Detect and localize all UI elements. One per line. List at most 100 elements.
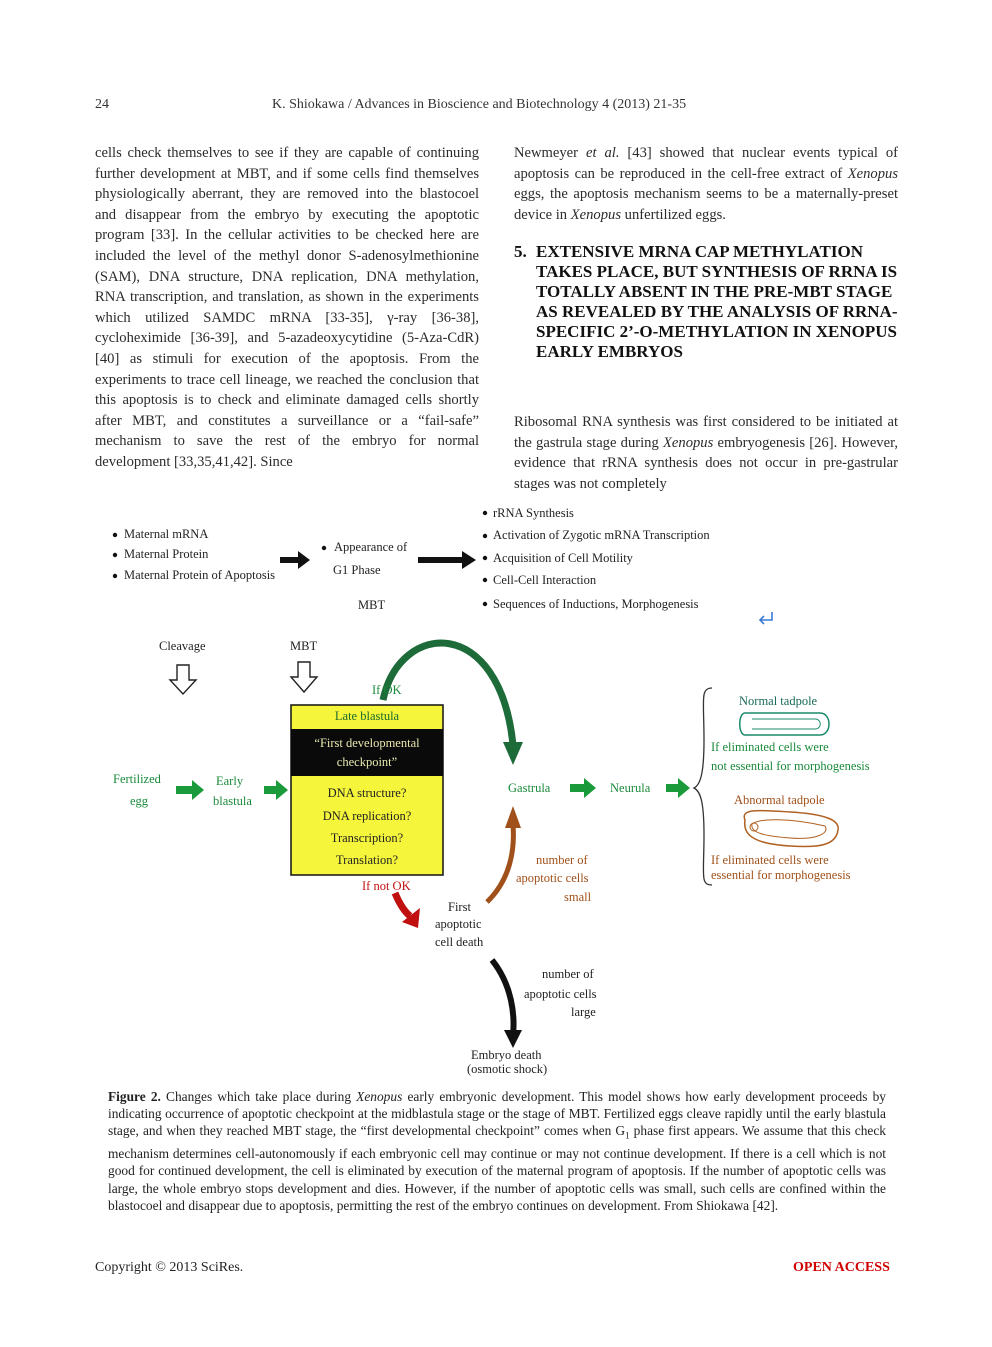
if-not-ok-label: If not OK <box>362 879 411 893</box>
normal-tadpole-inner <box>752 718 821 730</box>
fig-list-item: Cell-Cell Interaction <box>493 573 597 587</box>
running-title: K. Shiokawa / Advances in Bioscience and… <box>272 97 687 112</box>
text-run: unfertilized eggs. <box>621 206 726 223</box>
species-name: Xenopus <box>570 206 621 223</box>
embryo-death-label-1: Embryo death <box>471 1048 542 1062</box>
early-blastula-label-1: Early <box>216 774 244 788</box>
first-death-label-2: apoptotic <box>435 917 482 931</box>
text-run: eggs, the apoptosis mechanism seems to b… <box>514 186 898 223</box>
checkpoint-band <box>291 729 443 776</box>
check-item: DNA replication? <box>322 809 412 823</box>
species-name: Xenopus <box>663 434 714 451</box>
fig-list-item: Sequences of Inductions, Morphogenesis <box>493 597 699 611</box>
left-column-text: cells check themselves to see if they ar… <box>95 145 479 470</box>
g1-label-1: Appearance of <box>334 540 408 554</box>
bullet-icon <box>482 601 488 607</box>
text-run: early embryonic development. This model … <box>108 1089 887 1139</box>
open-access-badge: OPEN ACCESS <box>793 1260 890 1275</box>
bullet-icon <box>112 532 118 538</box>
late-blastula-label: Late blastula <box>334 709 400 723</box>
large-label-2: apoptotic cells <box>524 987 597 1001</box>
arrow-right-green-icon <box>666 778 690 798</box>
bullet-icon <box>321 545 327 551</box>
section-heading: 5. EXTENSIVE MRNA CAP METHYLATION TAKES … <box>514 242 904 402</box>
normal-note-2: not essential for morphogenesis <box>711 759 870 773</box>
large-label-1: number of <box>542 967 594 981</box>
arrow-head-icon <box>402 908 420 928</box>
right-para-1: Newmeyer et al. [43] showed that nuclear… <box>514 143 898 225</box>
arrow-down-hollow-icon <box>289 661 319 694</box>
small-apoptosis-curve <box>485 824 516 904</box>
italic-run: et al. <box>585 145 620 161</box>
embryo-death-label-2: (osmotic shock) <box>467 1062 548 1076</box>
fig-list-item: rRNA Synthesis <box>493 506 574 520</box>
bullet-icon <box>482 577 488 583</box>
bullet-icon <box>482 533 488 539</box>
check-item: Translation? <box>335 853 399 867</box>
arrow-down-hollow-icon <box>168 664 198 696</box>
arrow-head-icon <box>505 806 521 828</box>
fig-list-item: Activation of Zygotic mRNA Transcription <box>493 528 710 542</box>
text-run: [43] showed that nuclear events typical … <box>514 145 898 182</box>
fig-list-item: Acquisition of Cell Motility <box>493 551 633 565</box>
text-run: Changes which take place during <box>160 1089 357 1104</box>
arrow-right-green-icon <box>176 780 204 800</box>
check-item: Transcription? <box>330 831 404 845</box>
abnormal-tadpole-label: Abnormal tadpole <box>734 793 825 807</box>
arrow-head-icon <box>503 742 523 765</box>
arrow-right-icon <box>418 551 476 569</box>
if-not-ok-arrow <box>391 891 413 919</box>
bullet-icon <box>482 555 488 561</box>
species-name: Xenopus <box>847 165 898 182</box>
left-column: cells check themselves to see if they ar… <box>95 143 479 495</box>
fertilized-egg-label-1: Fertilized <box>113 772 161 786</box>
section-title: EXTENSIVE MRNA CAP METHYLATION TAKES PLA… <box>536 242 898 361</box>
arrow-right-green-icon <box>570 778 596 798</box>
early-blastula-label-2: blastula <box>213 794 252 808</box>
if-ok-label: If OK <box>372 683 402 697</box>
mbt-label: MBT <box>358 598 386 612</box>
g1-label-2: G1 Phase <box>333 563 381 577</box>
normal-tadpole-icon <box>739 712 830 736</box>
copyright: Copyright © 2013 SciRes. <box>95 1260 244 1275</box>
abnormal-note-1: If eliminated cells were <box>711 853 829 867</box>
neurula-label: Neurula <box>610 781 651 795</box>
if-ok-arc <box>379 639 517 746</box>
text-run: Newmeyer <box>514 145 586 161</box>
bullet-icon <box>112 573 118 579</box>
checkpoint-label-1: “First developmental <box>314 736 420 750</box>
subscript: 1 <box>625 1131 630 1142</box>
text-run: embryogenesis [26]. However, evidence th… <box>514 434 898 492</box>
brace-icon <box>692 687 713 886</box>
normal-note-1: If eliminated cells were <box>711 740 829 754</box>
fig-list-item: Maternal Protein of Apoptosis <box>124 568 276 582</box>
large-label-3: large <box>571 1005 596 1019</box>
normal-tadpole-label: Normal tadpole <box>739 694 818 708</box>
checkpoint-box <box>290 704 444 876</box>
mbt-arrow-label: MBT <box>290 639 318 653</box>
check-item: DNA structure? <box>327 786 407 800</box>
checkpoint-label-2: checkpoint” <box>336 755 398 769</box>
cleavage-label: Cleavage <box>159 639 206 653</box>
large-apoptosis-curve <box>489 958 517 1036</box>
arrow-head-icon <box>504 1030 522 1048</box>
bullet-icon <box>482 510 488 516</box>
abnormal-note-2: essential for morphogenesis <box>711 868 851 882</box>
abnormal-tadpole-inner <box>751 819 827 839</box>
small-label-1: number of <box>536 853 588 867</box>
figure-caption: Figure 2. Changes which take place durin… <box>108 1088 886 1214</box>
small-label-3: small <box>564 890 592 904</box>
text-run: Ribosomal RNA synthesis was first consid… <box>514 414 898 451</box>
arrow-right-icon <box>280 551 310 569</box>
page-number: 24 <box>95 97 109 112</box>
section-number: 5. <box>514 242 527 261</box>
caption-label: Figure 2. <box>108 1089 161 1104</box>
fig-list-item: Maternal Protein <box>124 547 209 561</box>
small-label-2: apoptotic cells <box>516 871 589 885</box>
first-death-label-1: First <box>448 900 471 914</box>
gastrula-label: Gastrula <box>508 781 551 795</box>
right-para-2: Ribosomal RNA synthesis was first consid… <box>514 412 898 494</box>
tadpole-eye-icon <box>749 822 759 832</box>
fig-list-item: Maternal mRNA <box>124 527 209 541</box>
species-name: Xenopus <box>356 1089 403 1104</box>
